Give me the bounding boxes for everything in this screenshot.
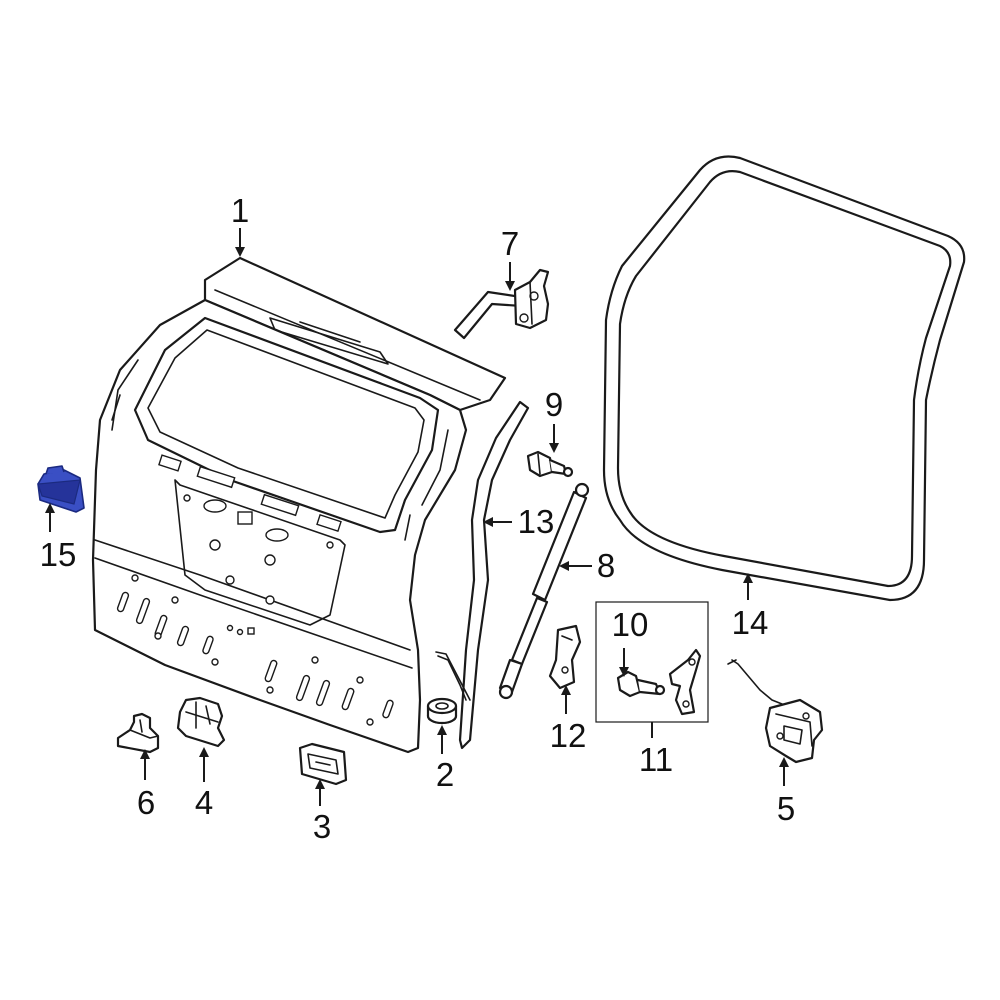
part-4-bumper[interactable] bbox=[176, 696, 226, 748]
part-10-bolt[interactable] bbox=[616, 670, 666, 698]
callout-6: 6 bbox=[137, 784, 155, 821]
callout-3: 3 bbox=[313, 808, 331, 845]
callout-leaders bbox=[45, 228, 789, 806]
callout-9: 9 bbox=[545, 386, 563, 423]
callout-2: 2 bbox=[436, 756, 454, 793]
callout-5: 5 bbox=[777, 790, 795, 827]
part-liftgate[interactable] bbox=[91, 256, 507, 754]
part-2-bumper-grommet[interactable] bbox=[426, 697, 458, 725]
callout-7: 7 bbox=[501, 225, 519, 262]
part-7-hinge[interactable] bbox=[453, 268, 550, 340]
callout-12: 12 bbox=[550, 717, 587, 754]
part-14-weatherstrip[interactable] bbox=[602, 155, 966, 602]
part-3-handle-switch[interactable] bbox=[298, 742, 348, 786]
callout-4: 4 bbox=[195, 784, 213, 821]
callout-13: 13 bbox=[518, 503, 555, 540]
callout-14: 14 bbox=[732, 604, 769, 641]
part-11-bracket[interactable] bbox=[668, 648, 702, 716]
callout-15: 15 bbox=[40, 536, 77, 573]
callout-11: 11 bbox=[639, 741, 673, 778]
part-12-bracket[interactable] bbox=[548, 624, 582, 690]
callout-1: 1 bbox=[231, 192, 249, 229]
part-9-bolt[interactable] bbox=[526, 450, 574, 478]
part-6-clip[interactable] bbox=[116, 712, 160, 754]
part-13-molding[interactable] bbox=[435, 400, 530, 750]
part-8-strut[interactable] bbox=[498, 482, 590, 700]
callout-labels: 1 2 3 4 5 6 7 8 9 10 11 12 13 14 15 bbox=[40, 192, 796, 845]
callout-10: 10 bbox=[612, 606, 649, 643]
callout-8: 8 bbox=[597, 547, 615, 584]
part-11-kit-box[interactable] bbox=[595, 601, 709, 723]
part-15-highlighted[interactable] bbox=[37, 465, 85, 513]
part-5-latch[interactable] bbox=[727, 659, 824, 764]
